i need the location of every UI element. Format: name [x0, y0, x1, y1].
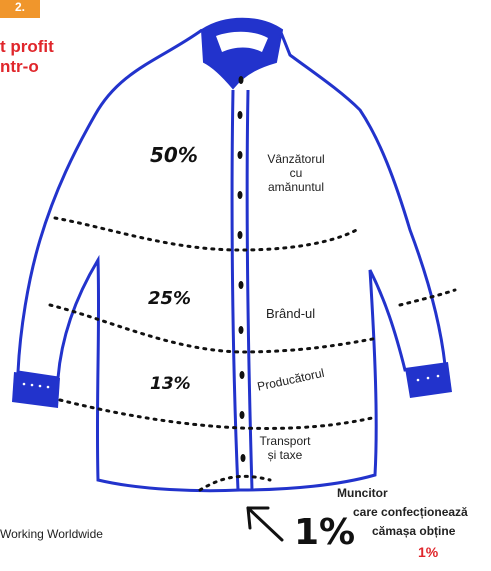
- worker-handwritten-percent: 1%: [294, 512, 355, 553]
- headline-line-2: ntr-o: [0, 57, 54, 77]
- brand-label: Brând-ul: [266, 306, 315, 321]
- retailer-label: Vânzătorul cu amănuntul: [256, 152, 336, 194]
- worker-arrow: [248, 508, 282, 540]
- transport-label-line-1: Transport: [250, 434, 320, 448]
- retailer-percent: 50%: [150, 143, 198, 167]
- footer-text: Working Worldwide: [0, 527, 103, 541]
- worker-line-3: cămașa obține: [372, 523, 455, 539]
- placket-left: [232, 90, 238, 490]
- right-cuff: [405, 362, 452, 398]
- section-badge: 2.: [0, 0, 40, 18]
- transport-label: Transport și taxe: [250, 434, 320, 462]
- brand-percent: 25%: [148, 288, 191, 309]
- retailer-label-line-3: amănuntul: [256, 180, 336, 194]
- left-cuff: [12, 372, 60, 408]
- headline: t profit ntr-o: [0, 37, 54, 77]
- placket-right: [247, 90, 252, 490]
- shirt-buttons: [238, 76, 246, 462]
- worker-line-1: Muncitor: [337, 485, 388, 501]
- headline-line-1: t profit: [0, 37, 54, 57]
- retailer-label-line-1: Vânzătorul: [256, 152, 336, 166]
- manufacturer-percent: 13%: [150, 374, 191, 394]
- worker-percent: 1%: [418, 544, 438, 560]
- worker-line-2: care confecționează: [353, 504, 468, 520]
- transport-label-line-2: și taxe: [250, 448, 320, 462]
- retailer-label-line-2: cu: [256, 166, 336, 180]
